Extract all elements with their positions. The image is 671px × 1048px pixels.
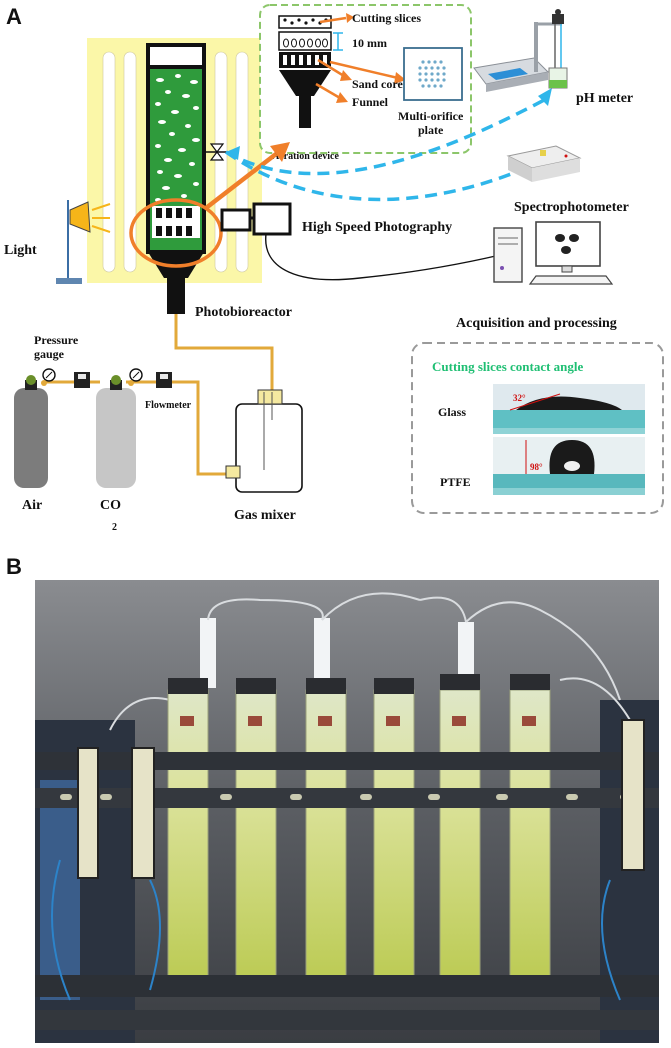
co2-subscript: 2 — [112, 522, 117, 533]
air-label: Air — [22, 498, 42, 513]
gas-mixer-bottle — [225, 389, 303, 493]
panel-b-letter: B — [6, 554, 22, 579]
pressure-label-line2: gauge — [34, 347, 65, 361]
ptfe-angle-value: 98° — [530, 462, 543, 472]
ph-arrowhead — [538, 88, 552, 106]
multi-orifice-plate-icon — [403, 47, 463, 101]
funnel-label: Funnel — [352, 95, 389, 109]
camera-icon — [220, 202, 292, 236]
computer-icon — [493, 221, 614, 285]
valve-icon — [204, 143, 228, 161]
acquisition-label: Acquisition and processing — [456, 316, 617, 331]
plate-label-line1: Multi-orifice — [398, 109, 464, 123]
spacing-indicator — [333, 32, 343, 51]
spacing-label: 10 mm — [352, 36, 387, 50]
ph-meter-icon — [473, 9, 568, 92]
plate-label-line2: plate — [418, 123, 444, 137]
spectrophotometer-label: Spectrophotometer — [514, 200, 629, 215]
light-label: Light — [4, 243, 37, 258]
sampling-dashed-lines — [224, 96, 549, 202]
photobioreactor-label: Photobioreactor — [195, 305, 292, 320]
ph-meter-label: pH meter — [576, 91, 633, 106]
air-cylinder — [14, 375, 48, 488]
reactor-tubes — [167, 689, 551, 996]
inset-arrows — [315, 13, 406, 103]
panel-a-letter: A — [6, 4, 22, 29]
lamp-icon — [56, 200, 111, 284]
zoom-arrow — [204, 142, 290, 210]
ptfe-droplet-image — [493, 437, 645, 495]
pressure-gauge-icons — [41, 368, 143, 386]
gas-mixer-label: Gas mixer — [234, 508, 296, 523]
ptfe-label: PTFE — [440, 475, 471, 489]
aeration-highlight-circle — [129, 198, 223, 268]
flowmeter-label: Flowmeter — [145, 400, 192, 411]
contact-angle-title: Cutting slices contact angle — [432, 359, 584, 374]
glass-label: Glass — [438, 405, 466, 419]
pressure-label-line1: Pressure — [34, 333, 79, 347]
sand-core-label: Sand core — [352, 77, 403, 91]
aeration-label: Aeration device — [272, 151, 339, 162]
cutting-slices-label: Cutting slices — [352, 11, 421, 25]
high-speed-label: High Speed Photography — [302, 220, 452, 235]
aeration-device-detail — [278, 15, 332, 128]
co2-label: CO — [100, 498, 121, 513]
cuvette-holder-icon — [506, 145, 582, 182]
photo-panel-b — [35, 580, 659, 1043]
camera-cable — [265, 233, 501, 281]
valve-arrowhead — [226, 146, 240, 160]
glass-droplet-image — [493, 384, 645, 434]
co2-cylinder — [96, 375, 136, 488]
flowmeter-icons — [74, 372, 172, 388]
glass-angle-value: 32° — [513, 393, 526, 403]
